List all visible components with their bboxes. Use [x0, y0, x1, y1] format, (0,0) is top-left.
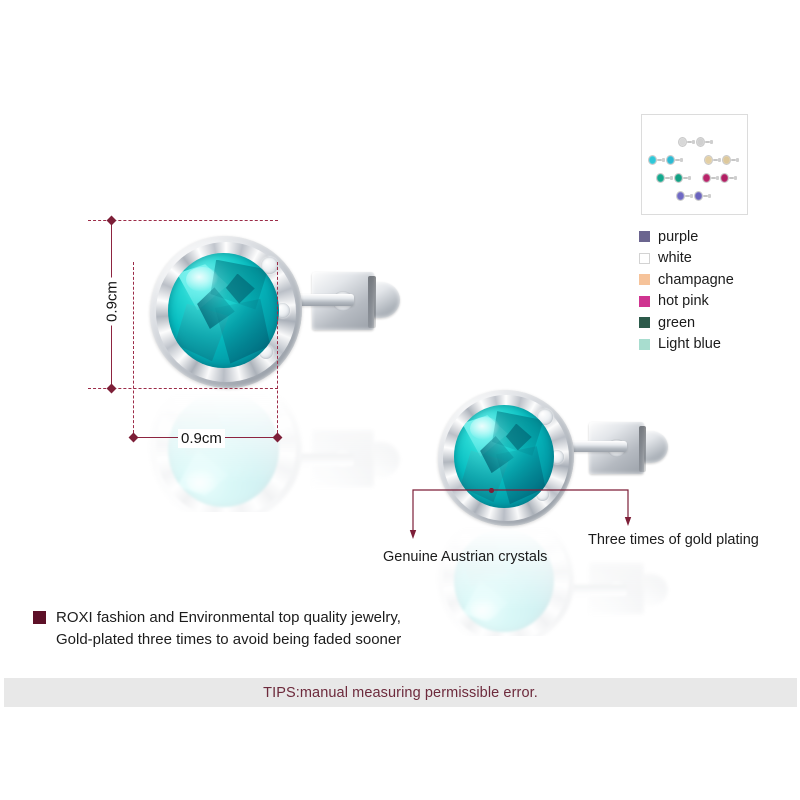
plate-shadow [639, 426, 646, 472]
legend-label: white [658, 250, 692, 266]
color-variant-thumbnail-box[interactable] [641, 114, 748, 215]
variant-pair-lightblue[interactable] [648, 155, 683, 165]
legend-label: champagne [658, 271, 734, 288]
legend-label: hot pink [658, 293, 709, 309]
dimension-guide-left [133, 262, 134, 438]
tips-bar: TIPS:manual measuring permissible error. [4, 678, 797, 707]
variant-pair-champagne[interactable] [704, 155, 739, 165]
mini-earring-icon [722, 155, 739, 165]
legend-item-hot-pink[interactable]: hot pink [639, 291, 799, 313]
legend-item-green[interactable]: green [639, 312, 799, 334]
center-gemstone [454, 404, 554, 509]
mini-earring-icon [704, 155, 721, 165]
note-line: ROXI fashion and Environmental top quali… [56, 609, 401, 626]
mini-earring-icon [696, 137, 713, 147]
swatch-white [639, 252, 650, 264]
mini-earring-icon [678, 137, 695, 147]
product-note: ROXI fashion and Environmental top quali… [33, 607, 401, 651]
callout-label-crystals: Genuine Austrian crystals [383, 549, 548, 565]
swatch-light-blue [639, 338, 650, 350]
variant-pair-hotpink[interactable] [702, 173, 737, 183]
color-legend: purple white champagne hot pink green Li… [639, 226, 799, 355]
earring-main [140, 232, 405, 392]
mini-earring-icon [720, 173, 737, 183]
tips-text: TIPS:manual measuring permissible error. [263, 684, 538, 701]
mini-earring-icon [676, 191, 693, 201]
dimension-guide-top [88, 220, 278, 221]
bullet-square-icon [33, 611, 46, 624]
legend-label: green [658, 314, 696, 331]
mini-earring-icon [666, 155, 683, 165]
dimension-label-width: 0.9cm [178, 429, 225, 448]
dimension-marker-right [272, 432, 283, 443]
dimension-label-height: 0.9cm [102, 277, 122, 326]
dimension-guide-right [277, 262, 278, 438]
variant-pair-white[interactable] [678, 137, 713, 147]
legend-item-champagne[interactable]: champagne [639, 269, 799, 291]
note-line: Gold-plated three times to avoid being f… [56, 631, 402, 648]
dimension-marker-top [106, 215, 117, 226]
variant-pair-green[interactable] [656, 173, 691, 183]
dimension-marker-left [128, 432, 139, 443]
mini-earring-icon [656, 173, 673, 183]
swatch-hot-pink [639, 295, 650, 307]
callout-anchor-plating [489, 488, 494, 493]
earring-secondary [430, 388, 678, 528]
legend-item-white[interactable]: white [639, 248, 799, 270]
swatch-purple [639, 231, 650, 243]
legend-label: Light blue [658, 336, 721, 352]
center-gemstone [168, 252, 280, 369]
legend-item-light-blue[interactable]: Light blue [639, 334, 799, 356]
variant-pair-purple[interactable] [676, 191, 711, 201]
swatch-green [639, 317, 650, 329]
earring-main-reflection [140, 372, 405, 524]
variant-thumbnail-grid [642, 115, 747, 214]
mini-earring-icon [674, 173, 691, 183]
note-lines: ROXI fashion and Environmental top quali… [56, 607, 401, 651]
mini-earring-icon [702, 173, 719, 183]
earring-gem-head [150, 236, 302, 388]
callout-label-plating: Three times of gold plating [588, 532, 759, 548]
dimension-guide-bottom [88, 388, 278, 389]
legend-label: purple [658, 228, 699, 245]
mini-earring-icon [694, 191, 711, 201]
earring-gem-head [438, 390, 574, 526]
mini-earring-icon [648, 155, 665, 165]
earring-post-bar [545, 441, 627, 452]
legend-item-purple[interactable]: purple [639, 226, 799, 248]
plate-shadow [368, 276, 376, 328]
dimension-marker-bottom [106, 383, 117, 394]
swatch-champagne [639, 274, 650, 286]
